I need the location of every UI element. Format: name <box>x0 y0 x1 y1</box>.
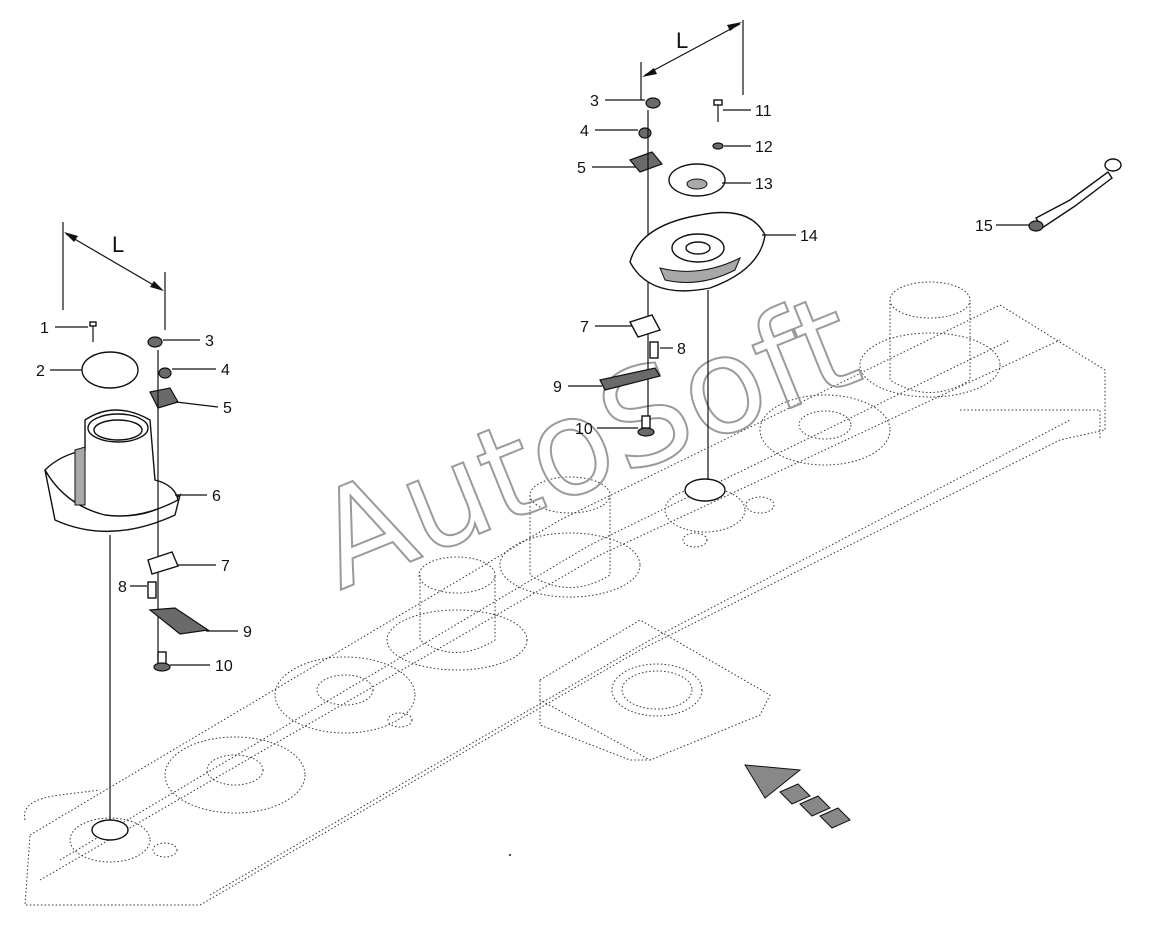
callout-r3: 3 <box>590 93 645 110</box>
nut <box>645 97 661 109</box>
svg-text:11: 11 <box>755 103 772 120</box>
stray-dot <box>509 854 511 856</box>
callout-r14: 14 <box>762 228 818 245</box>
spacer-plate <box>147 551 179 575</box>
svg-text:2: 2 <box>36 363 45 380</box>
callout-1: 1 <box>40 320 88 337</box>
right-callouts: 3 4 5 7 8 9 10 11 <box>553 93 1030 438</box>
cutting-blade <box>148 607 210 635</box>
callout-4: 4 <box>172 362 230 379</box>
lock-nut <box>638 127 652 139</box>
callout-r11: 11 <box>723 103 772 120</box>
svg-text:8: 8 <box>118 579 127 596</box>
disc-3 <box>759 394 891 466</box>
hub <box>684 478 726 502</box>
svg-text:10: 10 <box>575 421 593 438</box>
disc-1 <box>164 736 306 814</box>
drum-1 <box>386 556 528 671</box>
callout-5: 5 <box>175 400 232 417</box>
wrench-tool <box>1028 158 1122 232</box>
drum-3 <box>859 281 1001 398</box>
svg-text:1: 1 <box>40 320 49 337</box>
callout-r7: 7 <box>580 319 632 336</box>
callout-r4: 4 <box>580 123 638 140</box>
svg-text:13: 13 <box>755 176 773 193</box>
svg-text:7: 7 <box>221 558 230 575</box>
callout-r8: 8 <box>660 341 686 358</box>
blade-holder <box>628 151 664 173</box>
callout-r5: 5 <box>577 160 636 177</box>
blade-bolt <box>147 581 157 599</box>
svg-text:5: 5 <box>223 400 232 417</box>
callout-r10: 10 <box>575 421 638 438</box>
callout-3: 3 <box>163 333 214 350</box>
cover-plate <box>81 351 139 389</box>
spacer-plate <box>628 314 662 338</box>
svg-text:8: 8 <box>677 341 686 358</box>
callout-6: 6 <box>175 488 221 505</box>
svg-text:10: 10 <box>215 658 233 675</box>
bolt <box>89 321 97 342</box>
svg-text:5: 5 <box>577 160 586 177</box>
lock-nut <box>158 367 172 379</box>
svg-text:15: 15 <box>975 218 993 235</box>
right-dimension-label: L <box>676 28 688 53</box>
drum-2 <box>499 476 641 598</box>
svg-text:7: 7 <box>580 319 589 336</box>
travel-direction-arrow <box>744 764 851 829</box>
svg-text:3: 3 <box>205 333 214 350</box>
disc-bolt <box>713 99 723 122</box>
blade-holder <box>149 387 179 409</box>
svg-text:6: 6 <box>212 488 221 505</box>
svg-text:9: 9 <box>553 379 562 396</box>
callout-8: 8 <box>118 579 147 596</box>
washer <box>712 142 724 150</box>
callout-r9: 9 <box>553 379 602 396</box>
callout-9: 9 <box>206 624 252 641</box>
svg-text:12: 12 <box>755 139 773 156</box>
left-dimension-label: L <box>112 232 124 257</box>
svg-text:4: 4 <box>580 123 589 140</box>
left-assembly: L <box>44 222 210 841</box>
blade-bolt <box>649 341 659 359</box>
callout-r13: 13 <box>722 176 773 193</box>
callout-10: 10 <box>170 658 233 675</box>
svg-text:4: 4 <box>221 362 230 379</box>
right-dimension: L <box>640 20 744 100</box>
disc-2 <box>274 656 416 734</box>
left-dimension: L <box>62 222 166 330</box>
hub-bolt <box>637 415 655 437</box>
callout-2: 2 <box>36 363 82 380</box>
drum-housing <box>44 409 182 820</box>
callout-7: 7 <box>178 558 230 575</box>
callout-r12: 12 <box>724 139 773 156</box>
cutting-blade <box>599 367 661 391</box>
svg-text:9: 9 <box>243 624 252 641</box>
callout-r15: 15 <box>975 218 1030 235</box>
nut <box>147 336 163 348</box>
hub-bolt <box>153 651 171 672</box>
svg-text:3: 3 <box>590 93 599 110</box>
hub <box>91 819 129 841</box>
svg-text:14: 14 <box>800 228 818 245</box>
left-callouts: 1 2 3 4 5 6 7 8 <box>36 320 252 675</box>
